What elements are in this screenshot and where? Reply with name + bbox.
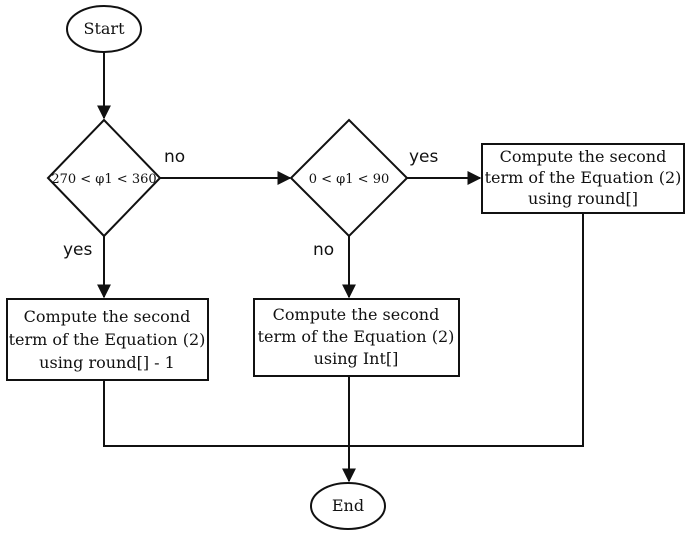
process-box-int-line-2: term of the Equation (2) — [258, 327, 455, 346]
edge-label-decision2-no: no — [313, 240, 334, 260]
decision-2: 0 < φ1 < 90 — [289, 118, 409, 238]
process-box-round-minus-1-line-3: using round[] - 1 — [39, 353, 175, 372]
process-box-round-line-3: using round[] — [528, 189, 638, 208]
edge-label-decision1-no: no — [164, 147, 185, 167]
process-box-int-line-3: using Int[] — [314, 349, 399, 368]
process-box-round: Compute the second term of the Equation … — [481, 143, 685, 214]
process-box-round-minus-1: Compute the second term of the Equation … — [6, 298, 209, 381]
connector-right-box-to-merge — [349, 213, 584, 447]
decision-1: 270 < φ1 < 360 — [46, 118, 162, 238]
end-label: End — [332, 496, 364, 515]
decision-2-label: 0 < φ1 < 90 — [309, 172, 390, 187]
end-terminal: End — [310, 482, 386, 530]
edge-label-decision2-yes: yes — [409, 147, 439, 167]
start-terminal: Start — [66, 5, 142, 53]
process-box-round-minus-1-line-1: Compute the second — [24, 307, 191, 326]
edge-label-decision1-yes: yes — [63, 240, 93, 260]
process-box-round-minus-1-line-2: term of the Equation (2) — [9, 330, 206, 349]
connector-left-box-to-merge — [103, 380, 349, 447]
process-box-int: Compute the second term of the Equation … — [253, 298, 460, 377]
decision-1-label: 270 < φ1 < 360 — [51, 172, 156, 187]
process-box-round-line-1: Compute the second — [500, 147, 667, 166]
process-box-round-line-2: term of the Equation (2) — [485, 168, 682, 187]
start-label: Start — [83, 19, 125, 38]
process-box-int-line-1: Compute the second — [273, 305, 440, 324]
connectors — [97, 52, 584, 483]
